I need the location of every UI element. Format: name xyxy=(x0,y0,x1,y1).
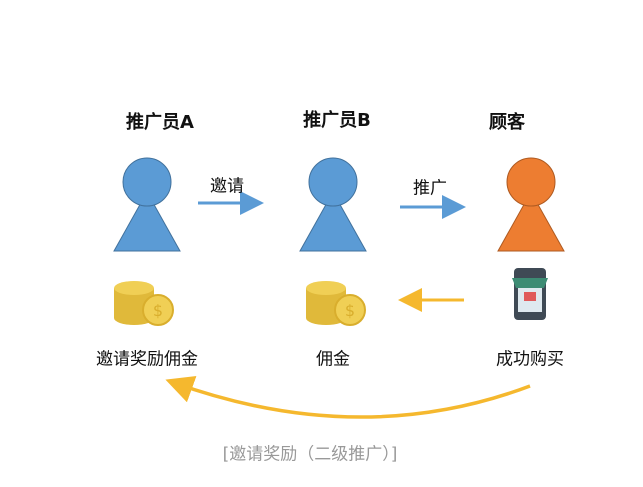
promote-label: 推广 xyxy=(413,178,447,199)
customer-icon xyxy=(497,157,565,252)
reward-curve-arrow xyxy=(165,375,531,419)
svg-text:$: $ xyxy=(153,301,163,320)
caption: [邀请奖励（二级推广）] xyxy=(222,444,398,465)
svg-text:$: $ xyxy=(345,301,355,320)
invite-label: 邀请 xyxy=(210,176,244,197)
coins-icon: $ xyxy=(114,281,174,326)
purchase-label: 成功购买 xyxy=(496,349,564,370)
person-a-icon xyxy=(113,157,181,252)
role-customer: 顾客 xyxy=(489,112,525,133)
role-promoter-a: 推广员A xyxy=(126,112,194,133)
invite-reward-label: 邀请奖励佣金 xyxy=(96,349,198,370)
coins-icon: $ xyxy=(306,281,366,326)
mobile-shop-icon xyxy=(512,268,548,320)
role-promoter-b: 推广员B xyxy=(303,110,371,131)
person-b-icon xyxy=(299,157,367,252)
commission-label: 佣金 xyxy=(316,349,350,370)
